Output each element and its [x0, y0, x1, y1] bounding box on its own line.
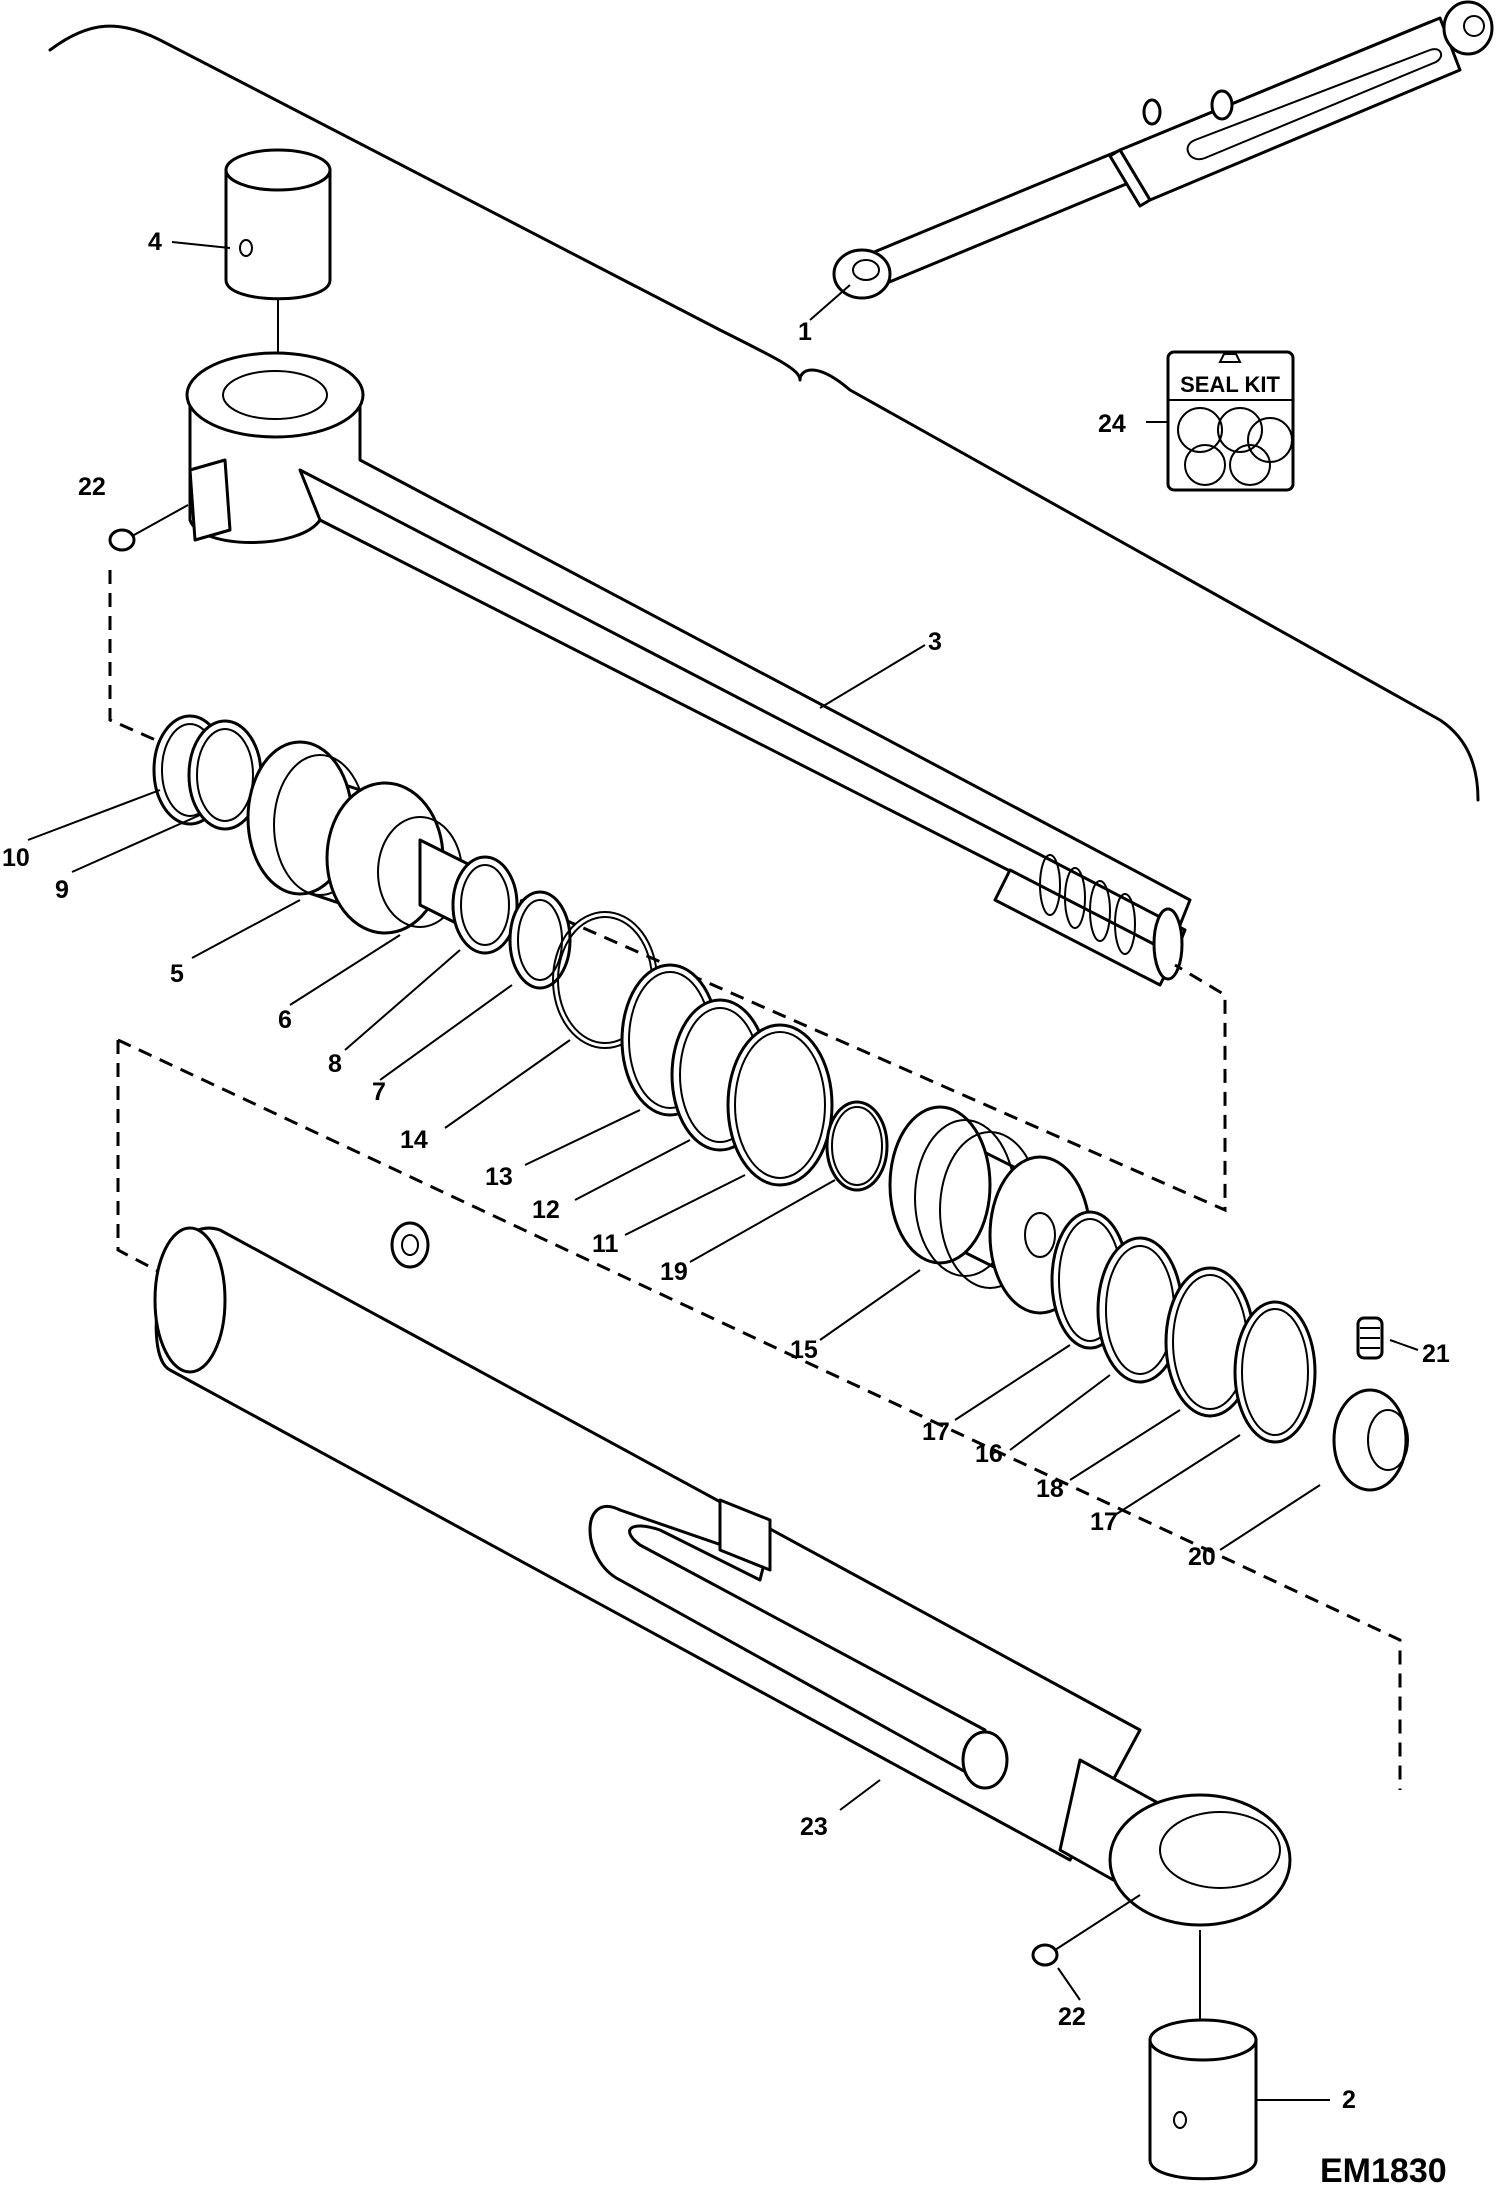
callout-24: 24 — [1098, 410, 1126, 438]
callout-1: 1 — [798, 318, 812, 346]
callout-7: 7 — [372, 1078, 386, 1106]
grease-fitting-top — [108, 504, 189, 552]
callout-6: 6 — [278, 1006, 292, 1034]
seal-kit-title: SEAL KIT — [1180, 372, 1280, 397]
o-ring-19 — [825, 1100, 889, 1192]
callout-21: 21 — [1422, 1340, 1450, 1368]
callout-2: 2 — [1342, 2086, 1356, 2114]
callout-3: 3 — [928, 628, 942, 656]
drawing-code: EM1830 — [1320, 2152, 1447, 2190]
lower-dashed-outline-right — [117, 1038, 1402, 1790]
callout-23: 23 — [800, 1813, 828, 1841]
seal-kit-box: SEAL KIT — [1166, 350, 1295, 492]
callout-12: 12 — [532, 1196, 560, 1224]
callout-13: 13 — [485, 1163, 513, 1191]
callout-22a: 22 — [78, 473, 106, 501]
callout-9: 9 — [55, 876, 69, 904]
gland-5 — [246, 740, 482, 937]
wear-ring-17-right — [1233, 1300, 1317, 1444]
backup-ring-7 — [508, 890, 572, 990]
grease-fitting-bottom — [1031, 1894, 1141, 1967]
piston-rod — [185, 351, 1192, 987]
set-screw-21 — [1356, 1316, 1384, 1360]
callout-19: 19 — [660, 1258, 688, 1286]
o-ring-11 — [726, 1023, 834, 1187]
callout-17a: 17 — [922, 1418, 950, 1446]
lower-dashed-outline — [116, 1040, 176, 1282]
callout-11: 11 — [592, 1230, 619, 1258]
callout-18: 18 — [1036, 1475, 1064, 1503]
callout-15: 15 — [790, 1336, 818, 1364]
callout-10: 10 — [2, 844, 30, 872]
rod-seal-9 — [187, 719, 263, 831]
cylinder-barrel — [153, 1221, 1292, 2020]
lock-nut-20 — [1332, 1388, 1409, 1492]
piston-seal-16 — [1096, 1236, 1184, 1384]
callout-17b: 17 — [1090, 1508, 1118, 1536]
complete-cylinder-assembly — [832, 0, 1494, 300]
callout-16: 16 — [975, 1440, 1003, 1468]
callout-20: 20 — [1188, 1543, 1216, 1571]
callout-8: 8 — [328, 1050, 342, 1078]
callout-labels: 1 2 3 4 5 6 7 8 9 10 11 12 13 14 15 16 1… — [2, 228, 1450, 2114]
bushing-top — [224, 148, 332, 360]
o-ring-8 — [451, 855, 519, 955]
assembly-brace — [48, 24, 1480, 802]
upper-dashed-outline — [108, 570, 1227, 1213]
callout-5: 5 — [170, 960, 184, 988]
callout-4: 4 — [148, 228, 162, 256]
leader-lines — [27, 241, 1419, 2101]
callout-14: 14 — [400, 1126, 428, 1154]
callout-22b: 22 — [1058, 2003, 1086, 2031]
bushing-bottom — [1148, 2018, 1258, 2181]
